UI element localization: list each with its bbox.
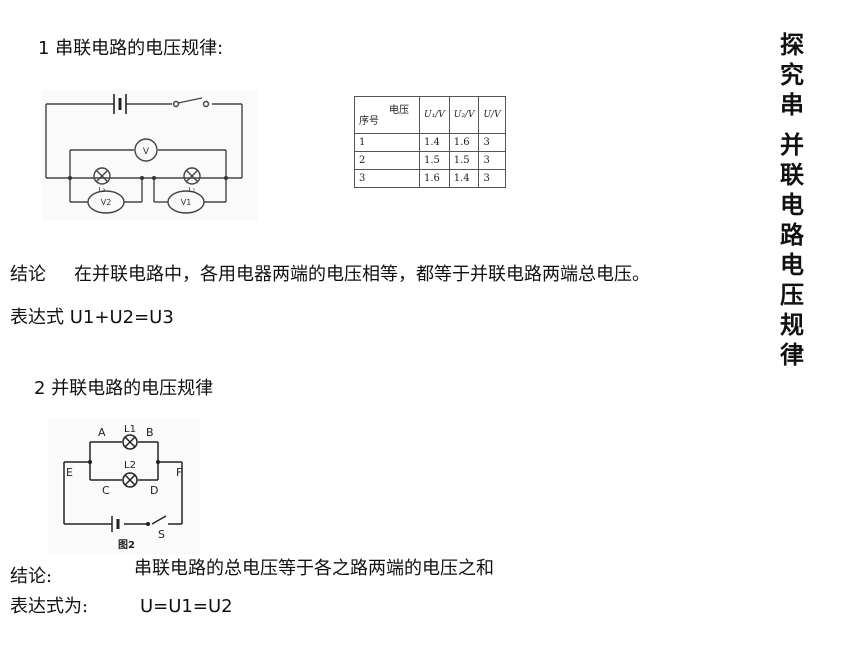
series-circuit-diagram: V V2 V1 L₂ L₁ — [42, 90, 258, 220]
table-cell: 3 — [478, 133, 506, 152]
table-cell: 2 — [354, 151, 420, 170]
corner-voltage-label: 电压 — [389, 105, 409, 116]
section1-conclusion-text: 在并联电路中，各用电器两端的电压相等，都等于并联电路两端总电压。 — [74, 264, 650, 285]
side-title: 探 究 串 并 联 电 路 电 压 规 律 — [776, 30, 808, 370]
section2-conclusion-label: 结论: — [10, 566, 53, 587]
table-header-row: 电压 序号 U₁/V U₂/V U/V — [354, 96, 506, 134]
side-title-char: 探 — [780, 31, 804, 59]
table-cell: 3 — [478, 169, 506, 188]
table-row: 3 1.6 1.4 3 — [354, 169, 506, 188]
section1-expression-value: U1+U2=U3 — [69, 307, 174, 328]
parallel-circuit-diagram: A L1 B L2 E F C D S 图2 — [48, 418, 200, 554]
parallel-label-d: D — [150, 484, 158, 497]
section2-expression-value: U=U1=U2 — [140, 596, 233, 617]
side-title-char: 究 — [780, 61, 804, 89]
table-cell: 3 — [478, 151, 506, 170]
section2-conclusion-text: 串联电路的总电压等于各之路两端的电压之和 — [134, 558, 494, 579]
table-cell: 1.5 — [448, 151, 480, 170]
table-row: 1 1.4 1.6 3 — [354, 133, 506, 152]
parallel-label-e: E — [66, 466, 73, 479]
side-title-char: 并 — [780, 131, 804, 159]
side-title-char: 律 — [780, 341, 804, 369]
table-cell: 1.4 — [448, 169, 480, 188]
parallel-label-a: A — [98, 426, 106, 439]
side-title-char: 电 — [780, 191, 804, 219]
parallel-label-b: B — [146, 426, 154, 439]
series-l1-label: L₁ — [189, 186, 196, 194]
parallel-figure-caption: 图2 — [118, 539, 135, 551]
table-header-u: U/V — [478, 96, 506, 134]
table-cell: 1.4 — [419, 133, 450, 152]
parallel-label-s: S — [158, 528, 165, 541]
table-cell: 1.6 — [419, 169, 450, 188]
table-cell: 1.5 — [419, 151, 450, 170]
side-title-char: 串 — [780, 91, 804, 119]
side-title-char: 联 — [780, 161, 804, 189]
side-title-char: 规 — [780, 311, 804, 339]
side-title-char: 路 — [780, 221, 804, 249]
voltage-data-table: 电压 序号 U₁/V U₂/V U/V 1 1.4 1.6 3 2 1.5 1.… — [354, 96, 506, 188]
table-cell: 1 — [354, 133, 420, 152]
table-row: 2 1.5 1.5 3 — [354, 151, 506, 170]
series-v1-label: V1 — [181, 198, 192, 207]
table-cell: 3 — [354, 169, 420, 188]
section1-expression-label: 表达式 — [10, 307, 64, 328]
parallel-label-l2: L2 — [124, 460, 136, 471]
corner-index-label: 序号 — [359, 116, 379, 127]
side-title-char: 电 — [780, 251, 804, 279]
table-corner-cell: 电压 序号 — [354, 96, 420, 134]
series-v2-label: V2 — [101, 198, 112, 207]
side-title-gap — [776, 120, 808, 130]
section2-heading: 2 并联电路的电压规律 — [34, 378, 214, 399]
section2-expression-label: 表达式为: — [10, 596, 89, 617]
series-l2-label: L₂ — [99, 186, 106, 194]
section1-heading: 1 串联电路的电压规律: — [38, 38, 224, 59]
section1-conclusion: 结论 在并联电路中，各用电器两端的电压相等，都等于并联电路两端总电压。 — [10, 264, 650, 286]
side-title-char: 压 — [780, 281, 804, 309]
table-header-u1: U₁/V — [419, 96, 450, 134]
parallel-label-l1: L1 — [124, 424, 136, 435]
section1-expression: 表达式 U1+U2=U3 — [10, 307, 174, 329]
table-cell: 1.6 — [448, 133, 480, 152]
section1-conclusion-label: 结论 — [10, 264, 46, 285]
table-header-u2: U₂/V — [448, 96, 480, 134]
series-v-label: V — [143, 147, 150, 157]
parallel-label-f: F — [176, 466, 182, 479]
parallel-label-c: C — [102, 484, 110, 497]
